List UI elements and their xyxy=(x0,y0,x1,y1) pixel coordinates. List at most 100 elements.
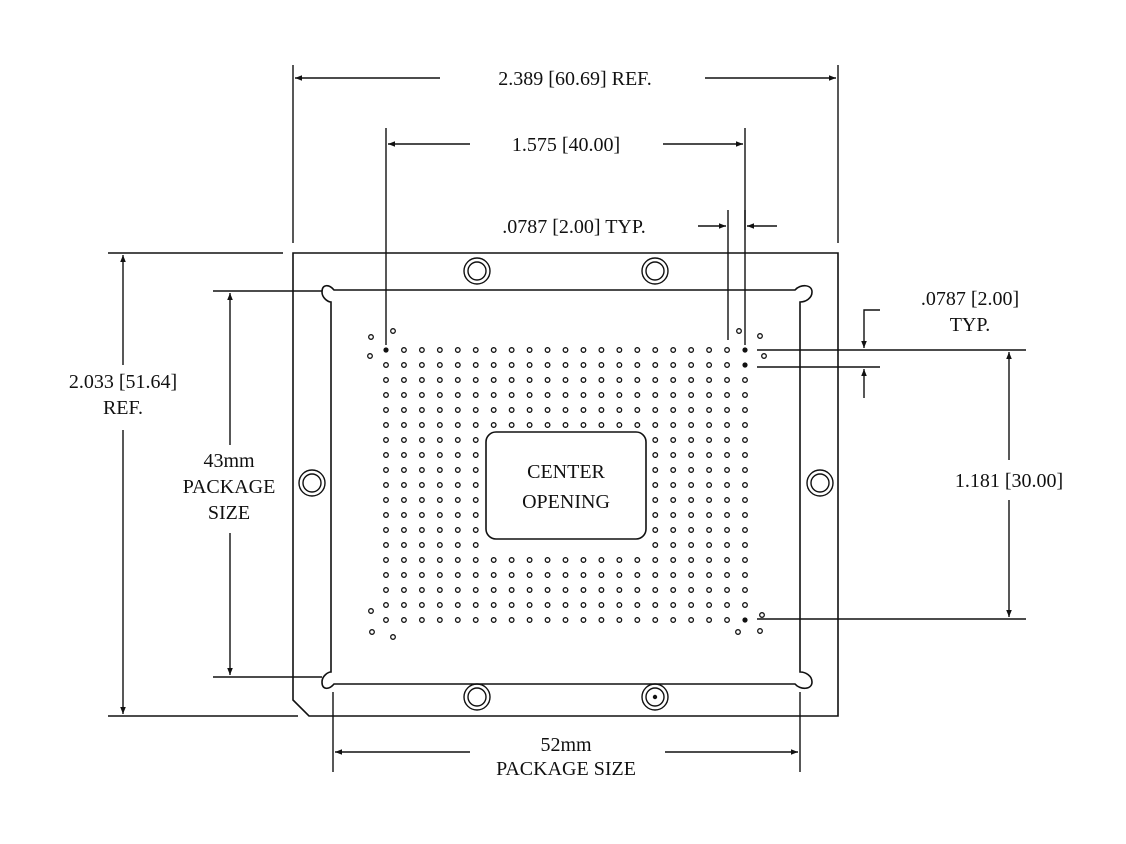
contact-hole xyxy=(454,347,461,353)
contact-hole xyxy=(688,602,695,608)
contact-hole xyxy=(724,512,730,518)
contact-hole xyxy=(670,377,677,383)
center-opening-label-1: CENTER xyxy=(527,461,605,483)
contact-hole xyxy=(634,617,641,623)
contact-hole xyxy=(724,347,730,353)
contact-hole xyxy=(598,347,605,353)
contact-hole xyxy=(724,377,730,383)
contact-hole xyxy=(670,422,677,428)
contact-hole xyxy=(706,452,713,458)
contact-hole xyxy=(652,467,659,473)
contact-hole xyxy=(472,347,479,353)
contact-hole xyxy=(634,362,641,368)
contact-hole xyxy=(401,512,407,518)
contact-hole xyxy=(383,557,389,563)
contact-hole xyxy=(652,482,659,488)
contact-hole xyxy=(598,587,605,593)
contact-hole xyxy=(454,452,461,458)
contact-hole xyxy=(508,572,515,578)
contact-hole xyxy=(706,467,713,473)
contact-hole xyxy=(616,602,623,608)
contact-hole xyxy=(401,347,407,353)
contact-hole xyxy=(757,628,763,634)
contact-hole xyxy=(670,617,677,623)
contact-hole xyxy=(724,452,730,458)
contact-hole xyxy=(418,422,425,428)
contact-hole xyxy=(472,527,479,533)
contact-hole xyxy=(401,392,407,398)
contact-hole xyxy=(580,362,587,368)
contact-hole xyxy=(526,392,533,398)
contact-hole xyxy=(436,407,443,413)
contact-hole xyxy=(418,392,425,398)
contact-hole xyxy=(670,587,677,593)
contact-hole xyxy=(598,602,605,608)
contact-hole xyxy=(454,527,461,533)
contact-hole xyxy=(724,557,730,563)
contact-hole xyxy=(544,377,551,383)
contact-hole xyxy=(454,422,461,428)
dim-package-width: 52mm PACKAGE SIZE xyxy=(332,692,801,780)
contact-hole xyxy=(706,497,713,503)
contact-hole xyxy=(383,392,389,398)
contact-hole xyxy=(508,557,515,563)
contact-hole xyxy=(562,422,569,428)
contact-hole xyxy=(436,557,443,563)
contact-hole xyxy=(706,482,713,488)
contact-hole xyxy=(526,422,533,428)
contact-hole xyxy=(562,617,569,623)
contact-hole xyxy=(383,362,389,368)
contact-hole xyxy=(706,602,713,608)
contact-hole xyxy=(418,557,425,563)
contact-hole xyxy=(472,602,479,608)
contact-hole xyxy=(526,362,533,368)
contact-hole xyxy=(436,362,443,368)
contact-hole xyxy=(472,377,479,383)
contact-hole xyxy=(562,557,569,563)
svg-text:2.033 [51.64]: 2.033 [51.64] xyxy=(69,371,177,393)
contact-hole xyxy=(383,497,389,503)
contact-hole xyxy=(761,353,767,359)
contact-hole xyxy=(472,557,479,563)
mounting-holes xyxy=(298,257,834,711)
contact-hole xyxy=(401,542,407,548)
contact-hole xyxy=(544,407,551,413)
dim-overall-height: 2.033 [51.64] REF. xyxy=(69,252,298,717)
contact-hole xyxy=(526,557,533,563)
contact-hole xyxy=(724,587,730,593)
contact-hole xyxy=(418,407,425,413)
contact-hole xyxy=(418,587,425,593)
contact-hole xyxy=(401,617,407,623)
contact-hole xyxy=(544,602,551,608)
contact-hole xyxy=(526,602,533,608)
contact-hole xyxy=(526,572,533,578)
contact-hole xyxy=(742,542,748,548)
contact-hole xyxy=(454,407,461,413)
contact-hole xyxy=(472,392,479,398)
contact-grid xyxy=(367,328,767,640)
contact-hole xyxy=(401,437,407,443)
contact-hole xyxy=(736,328,742,334)
contact-hole xyxy=(383,527,389,533)
contact-hole xyxy=(688,557,695,563)
svg-text:1.575 [40.00]: 1.575 [40.00] xyxy=(512,134,620,156)
contact-hole xyxy=(454,392,461,398)
contact-hole xyxy=(544,347,551,353)
contact-hole xyxy=(368,608,374,614)
contact-hole xyxy=(383,347,389,353)
contact-hole xyxy=(383,617,389,623)
contact-hole xyxy=(742,527,748,533)
contact-hole xyxy=(652,617,659,623)
contact-hole xyxy=(472,542,479,548)
contact-hole xyxy=(562,347,569,353)
contact-hole xyxy=(562,377,569,383)
contact-hole xyxy=(401,557,407,563)
contact-hole xyxy=(670,572,677,578)
contact-hole xyxy=(418,542,425,548)
contact-hole xyxy=(688,617,695,623)
contact-hole xyxy=(418,527,425,533)
contact-hole xyxy=(436,392,443,398)
contact-hole xyxy=(742,482,748,488)
contact-hole xyxy=(436,617,443,623)
contact-hole xyxy=(508,617,515,623)
